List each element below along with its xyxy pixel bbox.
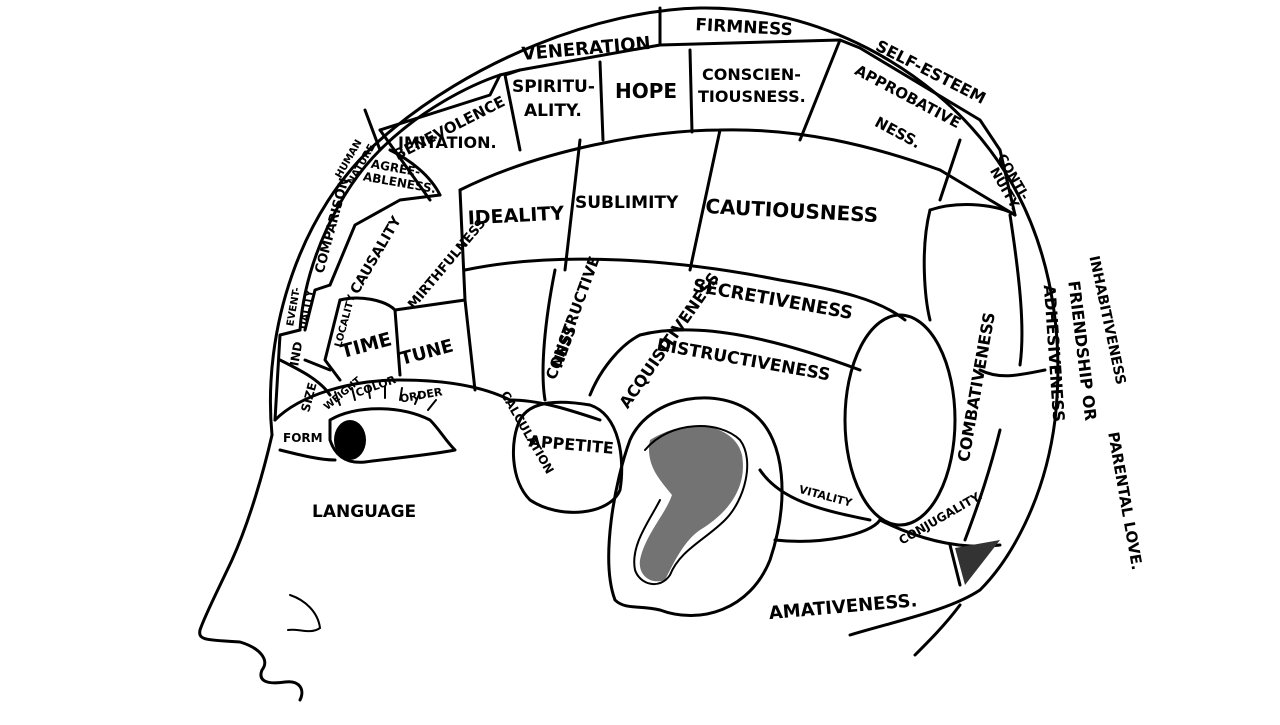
label-language: LANGUAGE	[312, 502, 416, 522]
label-parental-love: PARENTAL LOVE.	[1104, 430, 1146, 571]
label-hope: HOPE	[615, 79, 677, 103]
region-divider-lines	[273, 6, 1047, 587]
label-individuality: IND	[287, 341, 305, 368]
skull-outline	[268, 6, 1060, 637]
label-destructiveness: DISTRUCTIVENESS	[655, 335, 832, 385]
label-size: SIZE	[298, 381, 319, 414]
label-approbativeness-2: NESS.	[872, 113, 924, 152]
label-secretiveness: SECRETIVENESS	[691, 275, 854, 324]
label-friendship-2: ADHESIVENESS	[1040, 284, 1069, 422]
label-combativeness: COMBATIVENESS	[954, 311, 999, 463]
label-form: FORM	[283, 431, 323, 445]
neck-shading	[955, 540, 1000, 585]
nostril	[287, 594, 322, 633]
label-veneration: VENERATION	[521, 33, 652, 65]
label-cautiousness: CAUTIOUSNESS	[705, 194, 879, 227]
neck-line	[913, 603, 962, 657]
label-color: COLOR	[354, 373, 398, 400]
eye	[328, 385, 457, 464]
label-order: ORDER	[399, 385, 444, 405]
label-conscientiousness-2: TIOUSNESS.	[698, 87, 806, 106]
label-amativeness: AMATIVENESS.	[768, 590, 918, 624]
faculty-labels: FIRMNESS VENERATION BENEVOLENCE SELF-EST…	[283, 15, 1146, 624]
label-tune: TUNE	[398, 336, 456, 370]
label-ideality: IDEALITY	[467, 202, 565, 229]
label-firmness: FIRMNESS	[695, 15, 793, 40]
face-profile	[198, 433, 304, 702]
label-spirituality-1: SPIRITU-	[512, 77, 595, 97]
label-mirthfulness: MIRTHFULNESS	[405, 216, 489, 312]
label-conscientiousness-1: CONSCIEN-	[702, 65, 801, 84]
label-sublimity: SUBLIMITY	[575, 193, 679, 213]
label-vitality: VITALITY	[798, 483, 855, 510]
label-benevolence: BENEVOLENCE	[391, 92, 508, 164]
ear	[607, 396, 784, 618]
label-spirituality-2: ALITY.	[524, 101, 582, 121]
label-imitation: IMITATION.	[398, 133, 497, 152]
